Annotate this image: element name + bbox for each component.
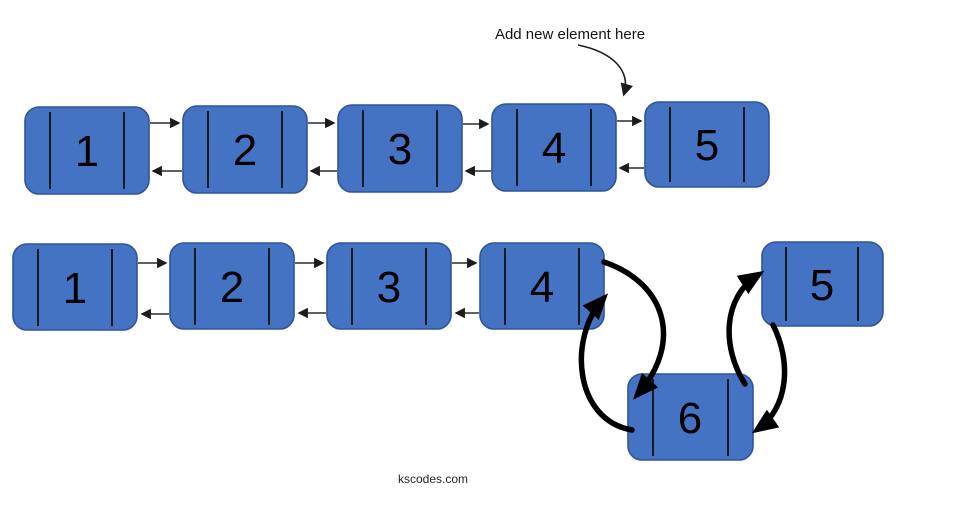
node-before-3: 3 (337, 104, 463, 193)
node-value: 3 (388, 125, 412, 174)
node-value: 1 (75, 127, 99, 176)
node-after-5: 5 (761, 241, 884, 327)
node-after-2: 2 (169, 242, 295, 330)
insert-link-arrow-6-to-5 (726, 270, 765, 387)
node-after-1: 1 (12, 243, 138, 331)
node-value: 4 (530, 263, 554, 312)
node-before-1: 1 (24, 106, 150, 195)
node-value: 2 (220, 263, 244, 312)
node-before-4: 4 (491, 103, 617, 192)
node-value: 4 (542, 124, 566, 173)
node-value: 6 (678, 394, 702, 443)
node-after-4: 4 (479, 242, 605, 330)
node-value: 5 (810, 261, 834, 310)
node-value: 3 (377, 263, 401, 312)
node-after-3: 3 (326, 242, 452, 330)
annotation-label: Add new element here (495, 26, 645, 43)
node-value: 5 (695, 121, 719, 170)
annotation-arrow-icon (577, 44, 634, 97)
node-value: 1 (63, 264, 87, 313)
watermark-label: kscodes.com (398, 472, 468, 486)
node-before-5: 5 (644, 101, 770, 188)
insert-link-arrow-4-to-6 (601, 259, 667, 400)
insert-link-arrow-5-to-6 (751, 322, 788, 434)
node-before-2: 2 (182, 105, 308, 194)
node-value: 2 (233, 126, 257, 175)
insert-link-arrow-6-to-4 (578, 293, 635, 433)
